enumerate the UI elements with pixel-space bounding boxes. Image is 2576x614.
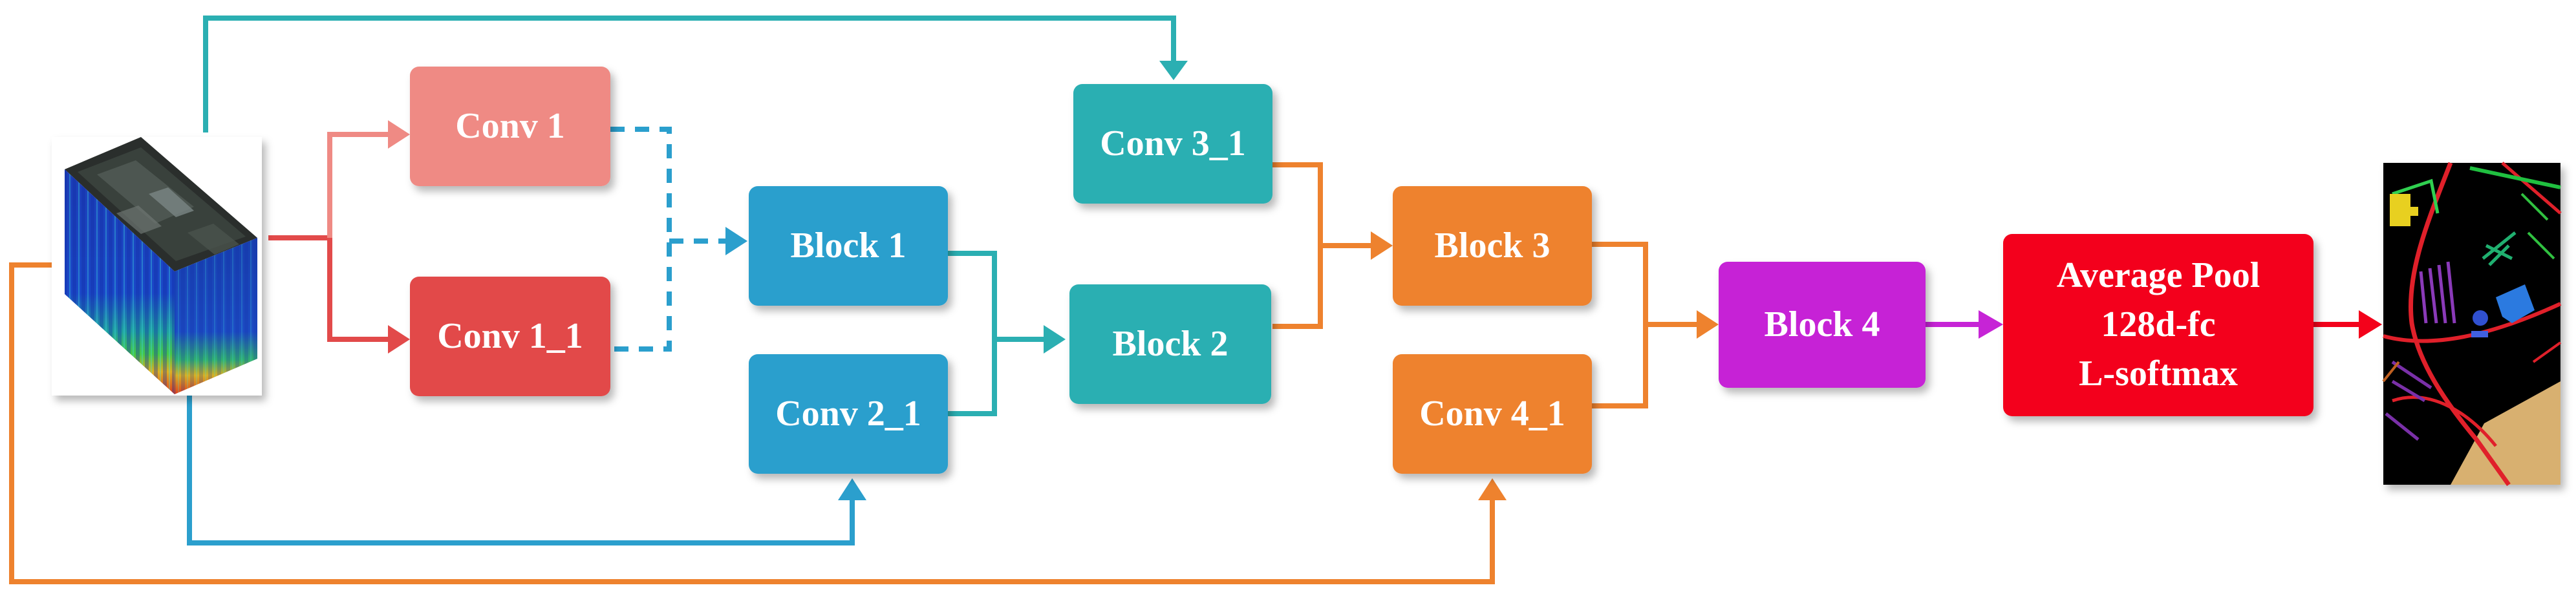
arrowhead-conv4_1 [1478, 478, 1507, 500]
arrow-input-to-conv3_1 [203, 16, 1176, 132]
conv1_1-box [410, 277, 610, 396]
block3-label: Block 3 [1435, 226, 1551, 266]
conv4_1-label: Conv 4_1 [1419, 394, 1565, 434]
conv1_1-label: Conv 1_1 [437, 316, 583, 356]
arrowhead-block4 [1697, 310, 1719, 339]
arrowhead-conv3_1 [1159, 61, 1188, 80]
classification-map-image [2382, 162, 2562, 487]
arrowhead-conv2_1 [838, 478, 866, 500]
conv1_1-node: Conv 1_1 [410, 277, 610, 396]
block2-label: Block 2 [1113, 324, 1229, 364]
arrowhead-conv1_1 [388, 325, 410, 354]
pool-box [2003, 234, 2313, 416]
arrow-input-to-conv4_1 [9, 262, 1495, 584]
arrow-input-to-conv2_1 [187, 396, 855, 545]
conv1-box [410, 67, 610, 186]
conv2_1-box [749, 354, 948, 474]
block1-label: Block 1 [791, 226, 907, 266]
block1-box [749, 186, 948, 306]
connectors [9, 16, 2382, 584]
arrowhead-block2 [1044, 325, 1066, 354]
conv4_1-node: Conv 4_1 [1393, 354, 1592, 474]
block1-node: Block 1 [749, 186, 948, 306]
pool-label-line3: L-softmax [2079, 354, 2238, 394]
block2-node: Block 2 [1069, 284, 1271, 404]
arrowhead-block1 [725, 227, 747, 255]
arrow-block3-to-block4 [1592, 242, 1648, 408]
conv3_1-node: Conv 3_1 [1073, 84, 1272, 204]
block3-node: Block 3 [1393, 186, 1592, 306]
arrowhead-pool [1979, 310, 2003, 339]
arrow-conv3_1-to-block3 [1272, 162, 1323, 329]
arrowhead-block3 [1371, 231, 1393, 260]
conv1-node: Conv 1 [410, 67, 610, 186]
conv3_1-box [1073, 84, 1272, 204]
block4-node: Block 4 [1719, 262, 1926, 388]
arrow-input-to-conv1 [327, 132, 391, 238]
conv1-label: Conv 1 [455, 106, 565, 146]
block4-label: Block 4 [1765, 304, 1880, 344]
pool-node: Average Pool 128d-fc L-softmax [2003, 234, 2313, 416]
conv4_1-box [1393, 354, 1592, 474]
block3-box [1393, 186, 1592, 306]
arrowhead-output [2359, 310, 2382, 339]
conv3_1-label: Conv 3_1 [1100, 123, 1246, 164]
arrowhead-conv1 [388, 120, 410, 149]
pool-label-line1: Average Pool [2057, 255, 2260, 295]
arrow-input-to-conv1_1 [327, 238, 391, 342]
hyperspectral-cube-image [52, 137, 262, 396]
block4-box [1719, 262, 1926, 388]
pool-label-line2: 128d-fc [2101, 304, 2215, 344]
arrow-block1-to-block2 [948, 251, 997, 416]
block2-box [1069, 284, 1271, 404]
conv2_1-label: Conv 2_1 [775, 394, 921, 434]
dashed-conv1-to-block1 [610, 127, 672, 352]
conv2_1-node: Conv 2_1 [749, 354, 948, 474]
